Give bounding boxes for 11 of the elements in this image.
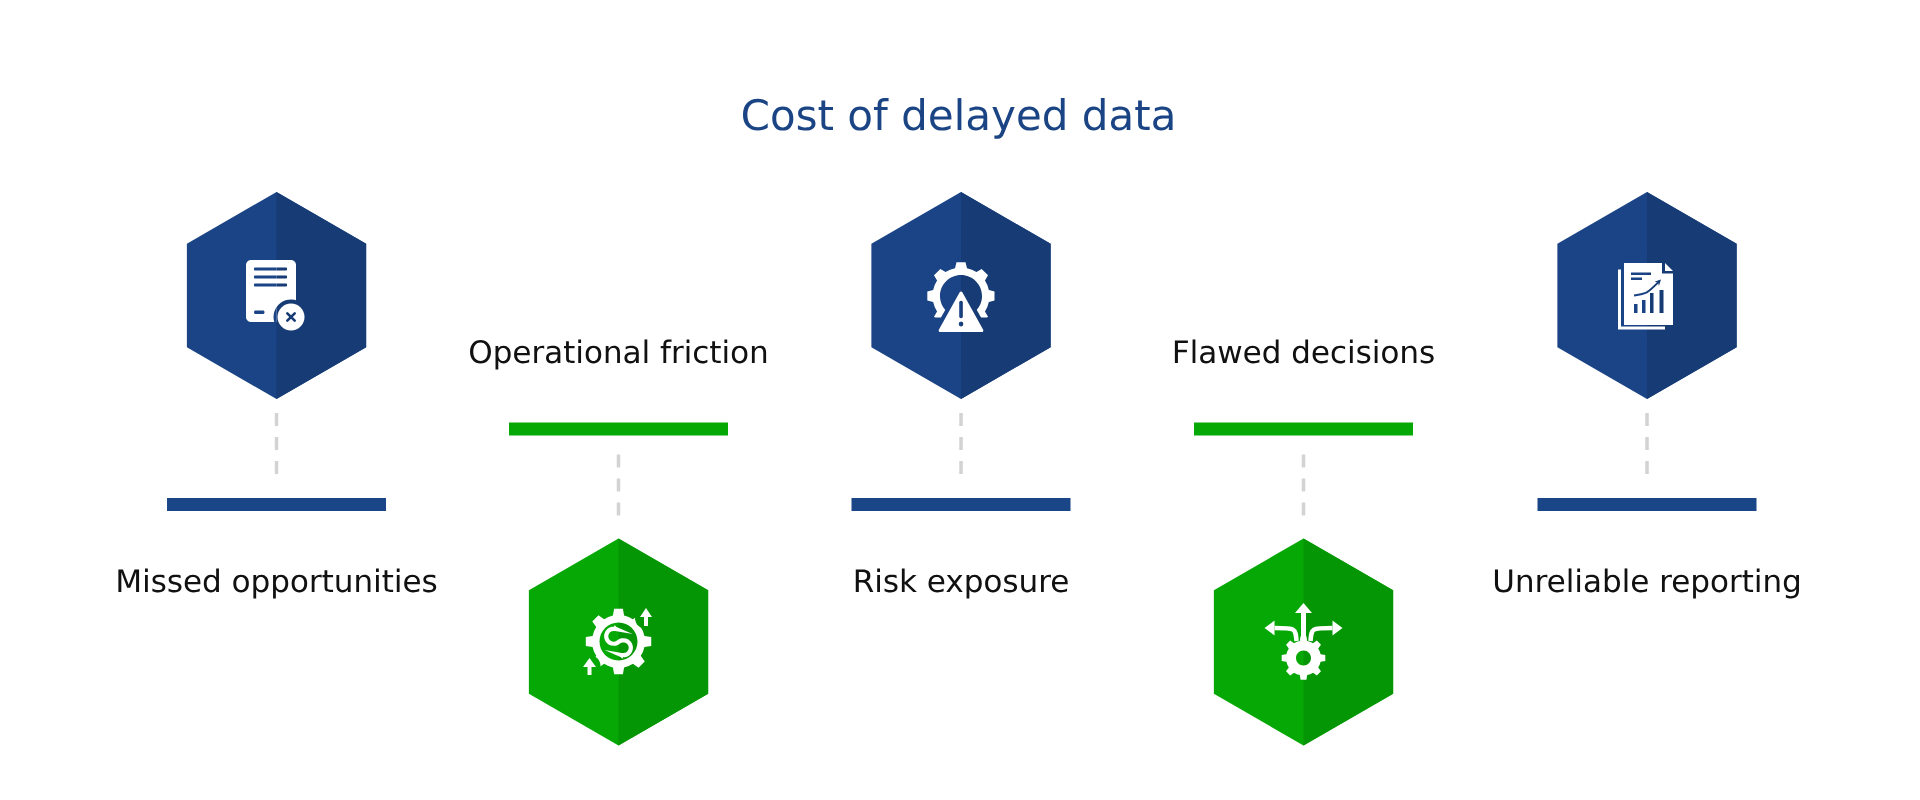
connector-line	[1301, 452, 1306, 516]
item-label: Missed opportunities	[118, 568, 437, 599]
item-label: Risk exposure	[855, 568, 1068, 599]
item-label: Unreliable reporting	[1494, 568, 1799, 599]
item-label: Flawed decisions	[1174, 339, 1434, 364]
item-label: Operational friction	[470, 339, 767, 370]
connector-line	[616, 452, 621, 516]
connector-line	[1645, 413, 1649, 474]
connector-line	[274, 413, 279, 474]
title: Cost of delayed data	[743, 98, 1173, 139]
connector-line	[959, 413, 963, 474]
